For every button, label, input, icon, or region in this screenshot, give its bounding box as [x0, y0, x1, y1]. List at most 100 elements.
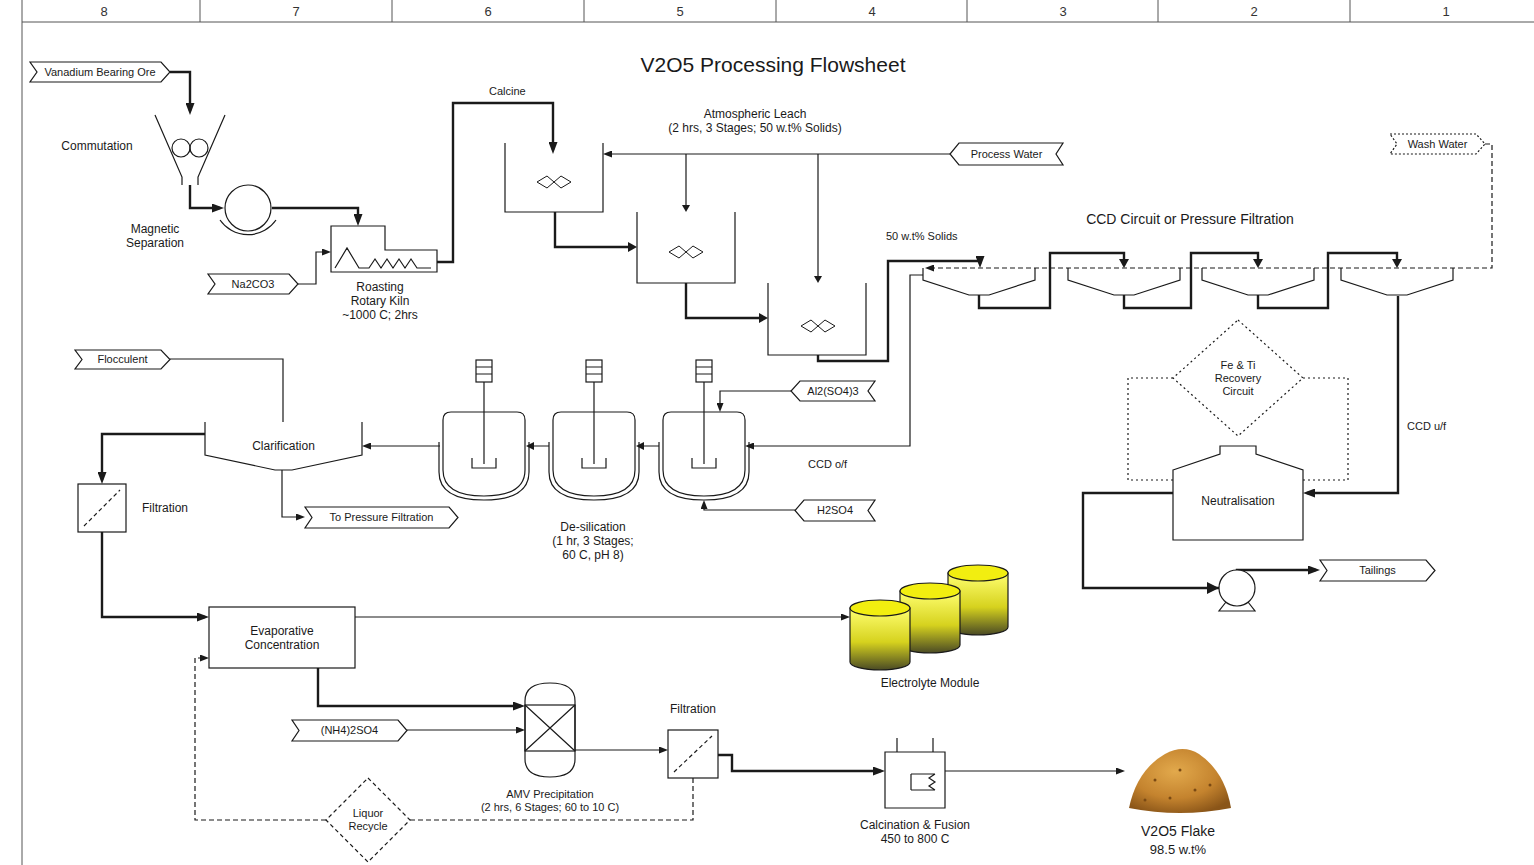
node-shape	[668, 730, 718, 778]
flow-line	[170, 72, 190, 111]
flow-line	[272, 208, 358, 222]
flow-line	[437, 103, 553, 262]
column-number: 5	[670, 4, 690, 19]
node-shape	[923, 268, 1453, 296]
clarifier: Clarification	[205, 422, 362, 470]
shape-part	[759, 313, 768, 323]
node-shape	[78, 484, 126, 532]
shape-part	[335, 248, 431, 268]
output-tag: To Pressure Filtration	[305, 507, 458, 528]
shape-part	[1129, 749, 1231, 813]
reagent-tag: (NH4)2SO4	[292, 720, 407, 741]
shape-part	[791, 381, 875, 401]
shape-part	[208, 274, 298, 294]
flow-line	[407, 729, 521, 730]
node-heading: AMV Precipitation (2 hrs, 6 Stages; 60 t…	[481, 788, 619, 814]
flow-line	[818, 261, 980, 361]
node-shape	[505, 154, 866, 355]
shape-part	[911, 774, 935, 790]
column-number: 6	[478, 4, 498, 19]
text-line: Evaporative	[245, 624, 320, 638]
node-shape	[331, 226, 437, 272]
text-line: Calcination & Fusion	[860, 818, 970, 832]
crusher-symbol: Commutation	[155, 115, 225, 185]
shape-part	[155, 115, 225, 185]
precipitation-vessel: AMV Precipitation (2 hrs, 6 Stages; 60 t…	[525, 683, 575, 777]
node-label: (NH4)2SO4	[321, 724, 378, 737]
shape-part	[900, 583, 960, 599]
text-line: Recycle	[348, 820, 387, 833]
text-line: (2 hrs, 6 Stages; 60 to 10 C)	[481, 801, 619, 814]
node-heading: Filtration	[670, 702, 716, 716]
shape-part	[78, 484, 126, 532]
text-line: AMV Precipitation	[481, 788, 619, 801]
shape-part	[331, 226, 437, 272]
column-number: 7	[286, 4, 306, 19]
filter-symbol: Filtration	[668, 730, 718, 778]
node-heading: Electrolyte Module	[881, 676, 980, 690]
shape-part	[948, 565, 1008, 581]
shape-part	[1253, 259, 1263, 268]
shape-part	[1169, 797, 1172, 800]
flow-line	[704, 504, 795, 510]
calcination-furnace: Calcination & Fusion 450 to 800 C	[885, 738, 945, 808]
shape-part	[1154, 779, 1157, 782]
shape-part	[220, 220, 276, 235]
shape-part	[292, 720, 407, 741]
flow-line	[102, 532, 205, 617]
flow-line	[1307, 296, 1398, 493]
shape-part	[885, 752, 945, 808]
node-heading: CCD Circuit or Pressure Filtration	[1086, 211, 1294, 228]
neutralisation-tank: Neutralisation	[1173, 446, 1303, 540]
shape-part	[1390, 134, 1485, 154]
node-heading: 98.5 w.t%	[1150, 842, 1206, 858]
flow-line	[718, 755, 881, 771]
node-label: Clarification	[252, 439, 315, 453]
text-line: Liquor	[348, 807, 387, 820]
flow-line	[298, 252, 327, 284]
shape-part	[628, 242, 637, 252]
shape-part	[1144, 799, 1147, 802]
pump-base	[1219, 602, 1255, 611]
node-heading: Commutation	[61, 139, 132, 153]
shape-part	[1320, 560, 1435, 581]
shape-part	[1209, 784, 1212, 787]
electrolyte-tanks: Electrolyte Module	[850, 565, 1008, 670]
shape-part	[1194, 789, 1197, 792]
flow-line	[170, 359, 283, 422]
output-tag: Tailings	[1320, 560, 1435, 581]
flow-line	[749, 275, 923, 446]
shape-part	[1179, 769, 1182, 772]
node-label: Tailings	[1359, 564, 1396, 577]
thickener-circuit: CCD Circuit or Pressure Filtration	[923, 268, 1453, 296]
node-shape	[525, 683, 575, 777]
shape-part	[326, 778, 410, 862]
edge-label: Calcine	[487, 84, 528, 98]
flow-line	[945, 770, 1121, 771]
pump-symbol	[1219, 570, 1255, 606]
flow-line	[1303, 378, 1348, 480]
node-heading: V2O5 Flake	[1141, 823, 1215, 840]
shape-part	[696, 360, 712, 382]
flow-line	[190, 185, 220, 208]
product-pile: V2O5 Flake98.5 w.t%	[1125, 740, 1235, 815]
shape-part	[636, 442, 644, 450]
flow-line	[102, 434, 205, 480]
column-number: 4	[862, 4, 882, 19]
shape-part	[682, 205, 690, 212]
shape-part	[979, 253, 1397, 308]
node-heading: De-silication (1 hr, 3 Stages; 60 C, pH …	[552, 520, 633, 562]
text-line: ~1000 C; 2hrs	[342, 308, 418, 322]
node-label: Fe & Ti Recovery Circuit	[1215, 359, 1261, 398]
rotary-kiln: Roasting Rotary Kiln ~1000 C; 2hrs	[331, 226, 437, 272]
shape-part	[668, 730, 718, 778]
node-heading: Roasting Rotary Kiln ~1000 C; 2hrs	[342, 280, 418, 322]
shape-part	[1392, 259, 1402, 268]
node-label: Vanadium Bearing Ore	[44, 66, 155, 79]
shape-part	[505, 143, 866, 355]
shape-part	[472, 382, 716, 468]
shape-part	[476, 367, 712, 374]
edge-label: CCD o/f	[806, 457, 849, 471]
text-line: Roasting	[342, 280, 418, 294]
text-line: Magnetic	[126, 222, 184, 236]
